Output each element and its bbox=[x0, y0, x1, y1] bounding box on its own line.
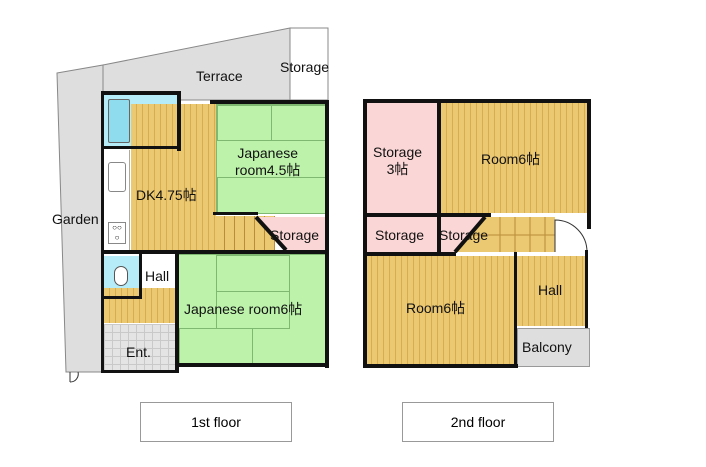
floor-2-label: 2nd floor bbox=[402, 402, 554, 442]
balcony bbox=[517, 328, 590, 367]
tatami-mat bbox=[217, 105, 272, 141]
wall bbox=[363, 252, 456, 256]
sink-icon bbox=[108, 162, 126, 192]
hall-2f bbox=[517, 256, 587, 326]
tatami-mat bbox=[217, 177, 326, 214]
garden-label: Garden bbox=[52, 211, 99, 227]
storage-left-label: Storage bbox=[375, 227, 425, 243]
wall bbox=[213, 212, 258, 215]
entrance-label: Ent. bbox=[126, 344, 151, 360]
dk-label: DK4.75帖 bbox=[136, 187, 197, 203]
japanese-room-6 bbox=[178, 254, 326, 365]
wall bbox=[177, 91, 181, 151]
wall bbox=[101, 91, 104, 373]
tatami-mat bbox=[216, 291, 290, 329]
storage-mid-label: Storage bbox=[439, 227, 489, 243]
hall-2f-label: Hall bbox=[538, 282, 563, 298]
room-6-bottom-label: Room6帖 bbox=[406, 300, 466, 316]
wall bbox=[363, 99, 367, 368]
wall bbox=[587, 99, 591, 229]
hall-1f-label: Hall bbox=[145, 268, 170, 284]
wall bbox=[175, 363, 327, 367]
toilet-icon bbox=[114, 266, 128, 286]
wall bbox=[101, 146, 181, 149]
wall bbox=[514, 252, 517, 368]
entrance bbox=[104, 324, 175, 371]
balcony-label: Balcony bbox=[522, 339, 572, 355]
terrace-area bbox=[102, 27, 291, 101]
room-6-top bbox=[441, 102, 587, 213]
tatami-mat bbox=[179, 328, 253, 365]
wall bbox=[363, 213, 491, 217]
tatami-mat bbox=[216, 255, 290, 292]
label-line: Storage bbox=[373, 144, 423, 160]
hall-1f bbox=[141, 256, 175, 288]
bathtub-icon bbox=[108, 99, 130, 143]
stair-area-2f bbox=[440, 215, 588, 254]
wall bbox=[210, 100, 328, 104]
japanese-room-6-label: Japanese room6帖 bbox=[184, 301, 303, 317]
storage-outdoor-label: Storage bbox=[280, 59, 330, 75]
label-line: Japanese bbox=[237, 145, 299, 161]
label-line: room4.5帖 bbox=[235, 162, 301, 178]
floor-1-label: 1st floor bbox=[140, 402, 292, 442]
wall bbox=[101, 370, 179, 373]
wall bbox=[139, 254, 142, 299]
room-6-bottom bbox=[366, 256, 514, 365]
wall bbox=[101, 296, 141, 299]
dk-room bbox=[131, 104, 216, 251]
wall bbox=[175, 250, 179, 372]
tatami-mat bbox=[271, 105, 326, 141]
wall bbox=[325, 100, 329, 368]
wall bbox=[101, 91, 181, 95]
storage-stair-label: Storage bbox=[270, 227, 320, 243]
wall bbox=[363, 99, 591, 103]
wall bbox=[101, 250, 327, 254]
storage-3 bbox=[366, 102, 437, 213]
room-6-top-label: Room6帖 bbox=[481, 151, 541, 167]
label-line: 3帖 bbox=[386, 161, 409, 177]
japanese-room-4-5 bbox=[216, 104, 326, 214]
gate-icon bbox=[69, 371, 79, 383]
wall bbox=[585, 250, 588, 328]
wall bbox=[437, 99, 441, 255]
wall bbox=[363, 364, 518, 368]
storage-stair-area bbox=[254, 215, 326, 252]
kitchen-counter: ○○○ bbox=[104, 150, 130, 250]
stove-icon: ○○○ bbox=[108, 222, 126, 244]
terrace-label: Terrace bbox=[196, 68, 243, 84]
storage-left bbox=[366, 217, 437, 252]
